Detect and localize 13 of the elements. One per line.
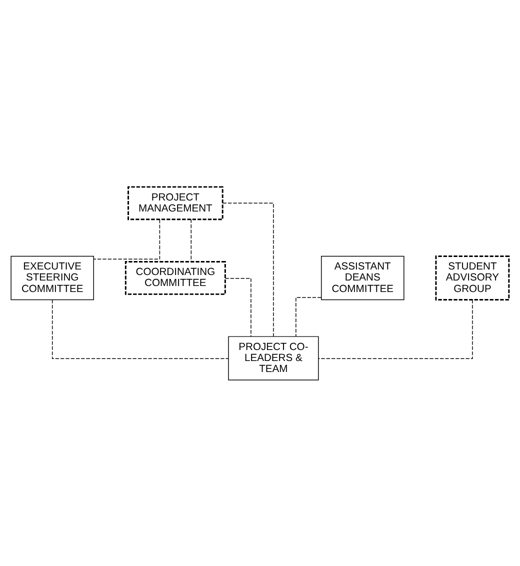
connector [222,202,274,336]
node-box: STUDENT ADVISORY GROUP [435,255,510,300]
node-box: ASSISTANT DEANS COMMITTEE [321,255,404,300]
connector [318,298,473,359]
node-box: PROJECT MANAGEMENT [128,186,224,220]
node-box: PROJECT CO-LEADERS & TEAM [228,336,319,380]
connector [52,298,229,359]
node-box: COORDINATING COMMITTEE [124,260,226,294]
connector [224,277,252,336]
connector [296,296,322,336]
node-box: EXECUTIVE STEERING COMMITTEE [10,255,94,300]
connector [190,218,192,262]
connector [93,218,160,260]
